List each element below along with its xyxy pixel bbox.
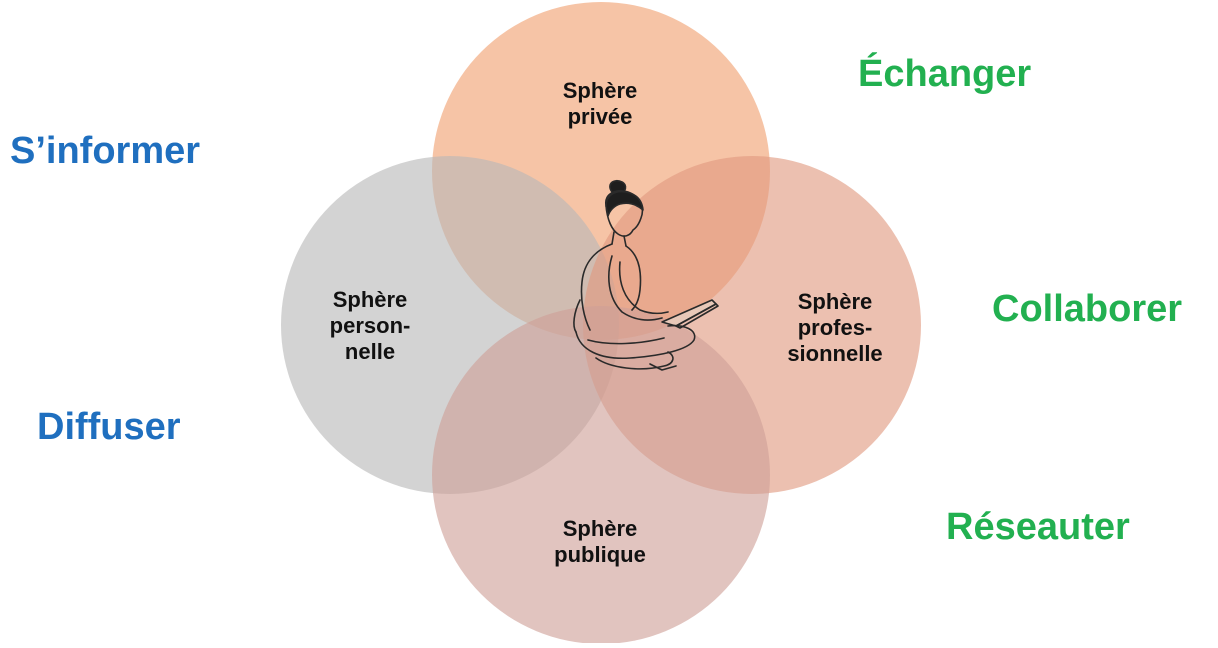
verb-diffuser: Diffuser (37, 406, 181, 448)
verb-echanger: Échanger (858, 53, 1032, 95)
label-sphere-professionnelle: Sphère profes- sionnelle (787, 289, 883, 366)
label-sphere-personnelle: Sphère person- nelle (329, 287, 411, 364)
label-sphere-privee: Sphère privée (562, 78, 638, 129)
label-sphere-publique: Sphère publique (554, 516, 646, 567)
circle-publique (432, 306, 770, 644)
verb-informer: S’informer (10, 130, 201, 172)
woman-with-laptop-icon (573, 179, 719, 371)
verb-collaborer: Collaborer (992, 288, 1183, 330)
verb-reseauter: Réseauter (946, 506, 1130, 548)
